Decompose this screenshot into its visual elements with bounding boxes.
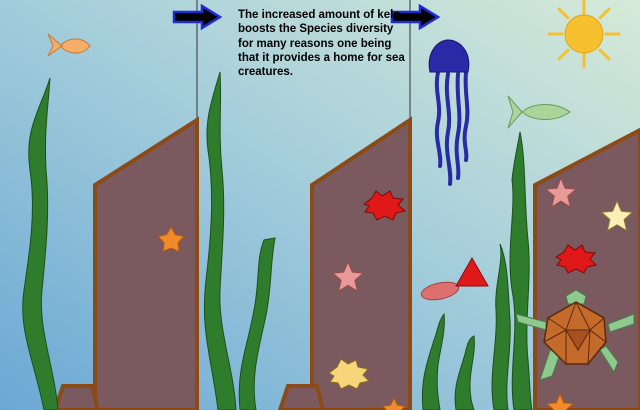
sea-anemone-icon: [555, 244, 597, 274]
turtle-icon: [515, 289, 635, 381]
starfish-icon: [545, 392, 575, 410]
fish-icon: [420, 281, 460, 301]
caption-text: The increased amount of kelp boosts the …: [238, 9, 405, 79]
right-arrow-icon: [390, 3, 441, 31]
right-arrow-icon: [172, 3, 223, 31]
kelp-icon: [421, 312, 445, 410]
starfish-icon: [157, 225, 185, 253]
kelp-icon: [203, 71, 237, 410]
starfish-icon: [600, 199, 634, 232]
fish-icon: [47, 33, 91, 57]
kelp-icon: [238, 237, 276, 410]
sea-anemone-icon: [328, 358, 370, 390]
jellyfish-icon: [428, 39, 470, 186]
sea-anemone-icon: [362, 190, 407, 221]
kelp-icon: [509, 131, 533, 410]
triangle-icon: [455, 256, 489, 287]
sun-icon: [547, 0, 621, 69]
rock: [310, 116, 412, 410]
starfish-icon: [331, 260, 365, 293]
rock: [52, 384, 101, 410]
starfish-icon: [381, 396, 407, 410]
fish-icon: [507, 95, 571, 129]
rock: [93, 116, 199, 410]
kelp-icon: [491, 243, 511, 410]
starfish-icon: [544, 176, 578, 209]
rock: [277, 384, 326, 410]
kelp-icon: [22, 77, 59, 410]
kelp-icon: [454, 335, 475, 410]
